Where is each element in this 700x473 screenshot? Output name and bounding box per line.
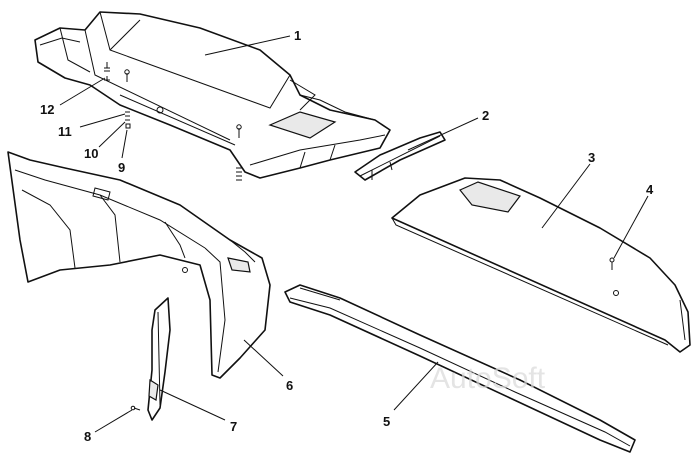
watermark-text: AutoSoft bbox=[430, 362, 546, 395]
callout-4: 4 bbox=[646, 182, 654, 197]
callout-6: 6 bbox=[286, 378, 293, 393]
callout-9: 9 bbox=[118, 160, 125, 175]
callout-labels: 1 2 3 4 5 6 7 8 9 10 11 12 bbox=[40, 28, 654, 444]
callout-11: 11 bbox=[58, 124, 72, 139]
callout-2: 2 bbox=[482, 108, 489, 123]
callout-8: 8 bbox=[84, 429, 91, 444]
callout-7: 7 bbox=[230, 419, 237, 434]
callout-5: 5 bbox=[383, 414, 390, 429]
callout-12: 12 bbox=[40, 102, 54, 117]
callout-3: 3 bbox=[588, 150, 595, 165]
part-7-pillar-trim bbox=[147, 297, 171, 421]
leader-lines bbox=[59, 35, 649, 433]
callout-1: 1 bbox=[294, 28, 301, 43]
part-1-dashboard-upper-panel bbox=[34, 11, 391, 179]
part-5-long-sill-strip bbox=[284, 284, 636, 453]
fasteners-9-12 bbox=[104, 62, 242, 181]
part-6-lower-trim-panel bbox=[7, 151, 271, 379]
part-2-trim-strip bbox=[354, 131, 446, 181]
part-8-screw bbox=[130, 405, 141, 411]
callout-10: 10 bbox=[84, 146, 98, 161]
part-3-rear-shelf-panel bbox=[391, 177, 691, 353]
